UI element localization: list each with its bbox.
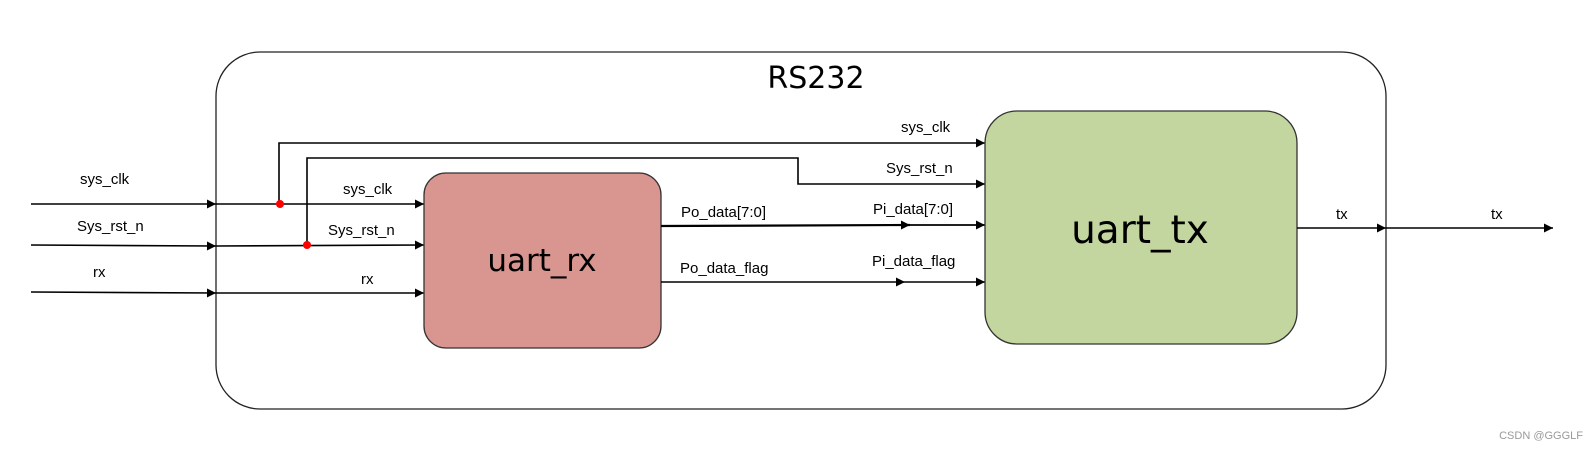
uart-tx-label: uart_tx [1071,208,1209,253]
ext-wire-rx [30,288,217,298]
branch-wire-sys-clk [278,138,985,204]
junction-dot-sys-rst-n [303,241,311,249]
uart-rx-label: uart_rx [487,243,596,279]
ext-label-sys-clk: sys_clk [80,171,130,188]
wire-po-data [660,220,911,230]
label-po-data: Po_data[7:0] [681,204,766,221]
rx-wire-sys-rst-n [215,240,425,250]
ext-label-rx: rx [93,264,106,281]
ext-output-label: tx [1491,206,1503,223]
rx-label-sys-clk: sys_clk [343,181,393,198]
module-title: RS232 [767,61,864,96]
label-po-data-flag: Po_data_flag [680,260,768,277]
label-pi-data-flag: Pi_data_flag [872,253,955,270]
junction-dot-sys-clk [276,200,284,208]
rx-label-rx: rx [361,271,374,288]
ext-label-sys-rst-n: Sys_rst_n [77,218,144,235]
branch-wire-sys-rst-n [306,157,985,246]
rs232-module-frame [215,51,1387,410]
label-pi-data: Pi_data[7:0] [873,201,953,218]
uart-rx-block[interactable] [423,172,662,349]
tx-label-sys-clk: sys_clk [901,119,951,136]
rx-label-sys-rst-n: Sys_rst_n [328,222,395,239]
ext-wire-sys-rst-n [30,241,217,251]
tx-label-sys-rst-n: Sys_rst_n [886,160,953,177]
watermark: CSDN @GGGLF [1499,430,1583,442]
tx-output-label: tx [1336,206,1348,223]
